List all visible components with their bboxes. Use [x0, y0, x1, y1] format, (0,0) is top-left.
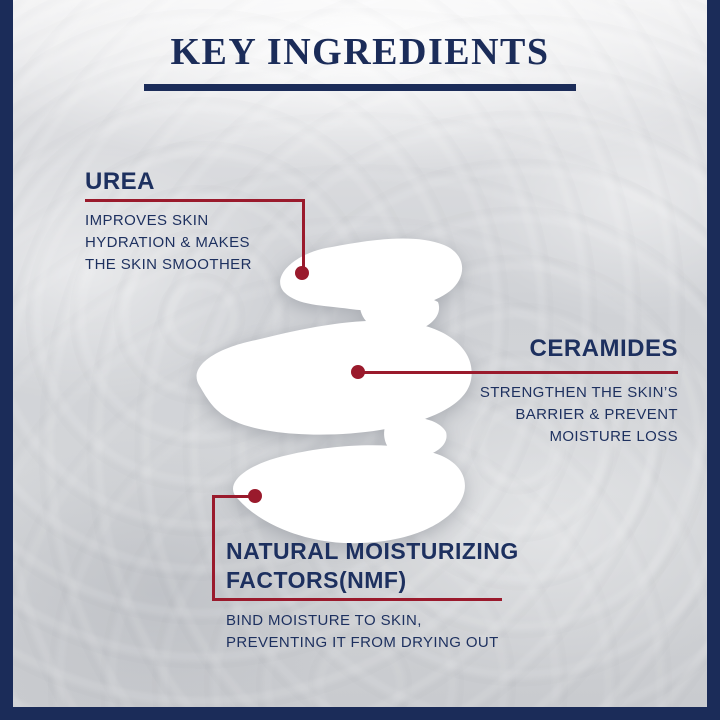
ceramides-description-line-3: MOISTURE LOSS	[549, 428, 678, 445]
urea-description-line-2: HYDRATION & MAKES	[85, 234, 250, 251]
nmf-pointer-dot	[248, 489, 262, 503]
ceramides-description-line-2: BARRIER & PREVENT	[515, 406, 678, 423]
nmf-pointer-line-vertical	[212, 495, 215, 601]
urea-pointer-dot	[295, 266, 309, 280]
ceramides-pointer-dot	[351, 365, 365, 379]
nmf-heading-line-1: NATURAL MOISTURIZING	[226, 538, 519, 564]
urea-description-line-3: THE SKIN SMOOTHER	[85, 256, 252, 273]
urea-description-line-1: IMPROVES SKIN	[85, 212, 209, 229]
cream-blob-middle	[196, 320, 472, 435]
nmf-heading: NATURAL MOISTURIZING FACTORS(NMF)	[226, 537, 519, 595]
nmf-pointer-line-horizontal	[212, 598, 502, 601]
urea-heading: UREA	[85, 168, 156, 195]
ceramides-description-line-1: STRENGTHEN THE SKIN’S	[479, 384, 678, 401]
ceramides-description: STRENGTHEN THE SKIN’S BARRIER & PREVENT …	[480, 382, 678, 448]
ceramides-heading: CERAMIDES	[529, 335, 678, 362]
nmf-description: BIND MOISTURE TO SKIN, PREVENTING IT FRO…	[226, 610, 499, 654]
cream-blob-top	[280, 238, 463, 311]
nmf-pointer-connector	[212, 495, 258, 498]
nmf-heading-line-2: FACTORS(NMF)	[226, 567, 407, 593]
urea-pointer-line-vertical	[302, 199, 305, 272]
nmf-description-line-1: BIND MOISTURE TO SKIN,	[226, 612, 422, 629]
urea-pointer-line-horizontal	[85, 199, 305, 202]
nmf-description-line-2: PREVENTING IT FROM DRYING OUT	[226, 634, 499, 651]
header: KEY INGREDIENTS	[0, 30, 720, 91]
urea-description: IMPROVES SKIN HYDRATION & MAKES THE SKIN…	[85, 210, 252, 276]
title-underline	[144, 84, 576, 91]
ceramides-pointer-line	[358, 371, 678, 374]
page-title: KEY INGREDIENTS	[170, 31, 550, 73]
cream-blob-bottom	[233, 445, 465, 544]
